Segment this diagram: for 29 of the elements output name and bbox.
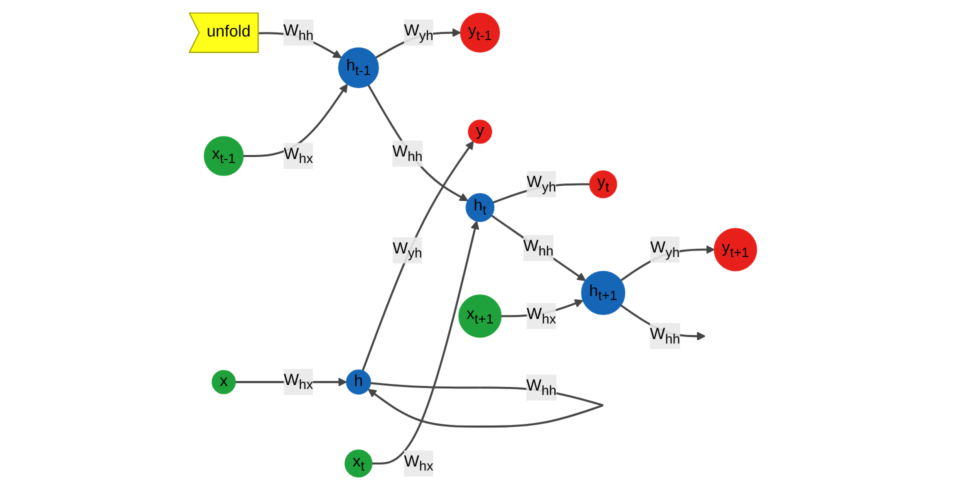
node-circle: y$_{t-1}$ — [460, 12, 500, 52]
edge-label: W$_{yh}$ — [404, 22, 434, 42]
node-circle: y$_{t+1}$ — [714, 228, 758, 271]
arrow — [367, 84, 468, 201]
node-circle: x$_{t+1}$ — [458, 294, 502, 338]
edge-label: W$_{hh}$ — [523, 237, 554, 258]
arrow — [362, 140, 474, 371]
edge-label: W$_{hh}$ — [650, 326, 680, 346]
edge-label: W$_{hh}$ — [283, 22, 314, 42]
edge-label: W$_{hx}$ — [404, 452, 434, 474]
arrow — [243, 83, 348, 156]
node-circle: y — [468, 119, 492, 144]
node-circle: h$_{t+1}$ — [581, 270, 626, 314]
node-circle: h — [346, 369, 372, 394]
edge-label: W$_{hx}$ — [284, 371, 314, 392]
edge-label: W$_{yh}$ — [526, 174, 556, 194]
edge-label: W$_{hh}$ — [526, 377, 556, 398]
edge-label: W$_{hh}$ — [392, 143, 423, 164]
edge-label: W$_{hx}$ — [526, 305, 556, 326]
arrow — [490, 214, 586, 281]
node-circle: y$_{t}$ — [589, 170, 618, 198]
node-circle: x$_{t}$ — [344, 449, 372, 477]
edge-label: W$_{hx}$ — [284, 145, 314, 166]
node-circle: x — [212, 369, 236, 394]
edge-label: W$_{yh}$ — [392, 240, 422, 260]
node-circle: h$_{t}$ — [466, 192, 494, 222]
node-circle: h$_{t-1}$ — [338, 46, 379, 88]
edge-label: W$_{yh}$ — [650, 238, 680, 260]
node-circle: x$_{t-1}$ — [204, 136, 244, 176]
